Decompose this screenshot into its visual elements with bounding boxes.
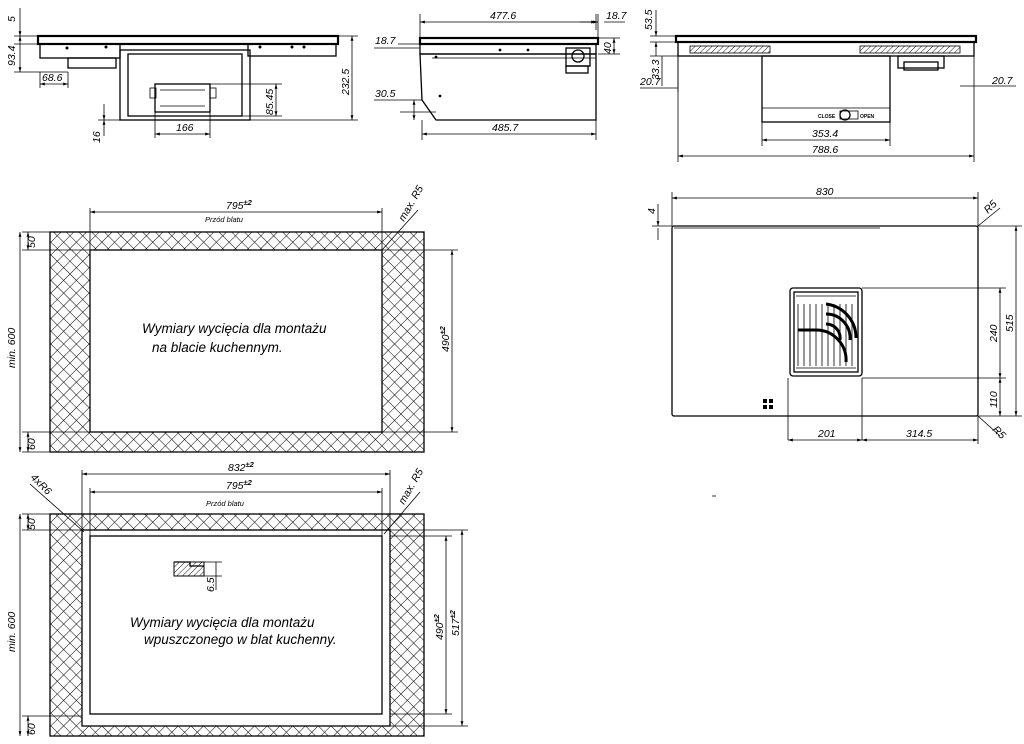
radius-top: R5 (982, 198, 1000, 216)
dim-68-6: 68.6 (42, 72, 63, 84)
dim-20-7-right: 20.7 (991, 75, 1014, 87)
step-depth: 6.5 (205, 577, 217, 592)
dim-166: 166 (176, 122, 194, 134)
dim-110: 110 (988, 391, 1000, 408)
caption-line-2: wpuszczonego w blat kuchenny. (144, 632, 337, 647)
cutout-depth: 490±2 (438, 325, 452, 352)
cutout-width: 795±2 (226, 198, 253, 212)
vent-grille (789, 287, 863, 377)
caption-line-2: na blacie kuchennym. (152, 340, 283, 355)
caption-line-1: Wymiary wycięcia dla montażu (142, 321, 327, 336)
dim-830: 830 (816, 186, 834, 198)
open-label: OPEN (860, 114, 875, 120)
inner-width: 795±2 (226, 478, 253, 492)
inner-depth: 490±2 (432, 613, 446, 640)
dim-201: 201 (817, 428, 836, 440)
dim-232-5: 232.5 (340, 69, 352, 96)
dim-50: 50 (26, 236, 38, 248)
radius-bottom: R5 (990, 424, 1008, 442)
corner-radius: max. R5 (396, 467, 426, 507)
dim-60: 60 (26, 438, 38, 450)
dim-20-7-left: 20.7 (639, 76, 662, 88)
step-detail: 6.5 (173, 561, 222, 592)
dim-240: 240 (988, 324, 1000, 343)
side-view: 5 93.4 68.6 85.45 232.5 166 16 (6, 8, 358, 143)
close-label: CLOSE (818, 114, 836, 120)
dim-5: 5 (6, 16, 18, 22)
dim-485-7: 485.7 (492, 122, 519, 134)
dim-477-6: 477.6 (490, 10, 516, 22)
min-depth: min. 600 (6, 328, 18, 368)
dim-85-45: 85.45 (264, 89, 276, 115)
outer-depth: 517±2 (448, 609, 462, 636)
dim-33-3: 33.3 (650, 59, 662, 80)
cutout-countertop: 795±2 Przód blatu max. R5 50 60 min. 600… (6, 184, 458, 453)
top-view: 830 4 R5 R5 515 240 110 201 314.5 (646, 186, 1022, 444)
dim-93-4: 93.4 (6, 45, 18, 66)
rear-view: CLOSE OPEN 53.5 33.3 20.7 20.7 353.4 788… (639, 9, 1016, 162)
dim-16: 16 (91, 131, 103, 143)
front-label: Przód blatu (205, 215, 244, 224)
dim-515: 515 (1004, 314, 1016, 332)
dim-30-5: 30.5 (375, 88, 396, 100)
cutout-flush: 832±2 795±2 Przód blatu max. R5 4xR6 50 … (6, 460, 468, 737)
dim-314-5: 314.5 (906, 428, 932, 440)
caption-line-1: Wymiary wycięcia dla montażu (130, 615, 315, 630)
dim-18-7-top: 18.7 (606, 10, 628, 22)
front-label: Przód blatu (206, 499, 245, 508)
dim-50: 50 (26, 518, 38, 530)
close-open-knob: CLOSE OPEN (818, 109, 875, 121)
dim-4: 4 (646, 208, 658, 214)
dim-40: 40 (602, 42, 614, 54)
min-depth: min. 600 (6, 612, 18, 652)
dim-353-4: 353.4 (812, 128, 838, 140)
dim-60: 60 (26, 723, 38, 735)
dim-788-6: 788.6 (812, 144, 838, 156)
dim-18-7-left: 18.7 (375, 35, 397, 47)
control-dots (763, 399, 773, 409)
outer-width: 832±2 (228, 460, 255, 474)
front-view: 477.6 18.7 18.7 40 30.5 485.7 (374, 10, 628, 140)
dim-53-5: 53.5 (643, 9, 655, 30)
